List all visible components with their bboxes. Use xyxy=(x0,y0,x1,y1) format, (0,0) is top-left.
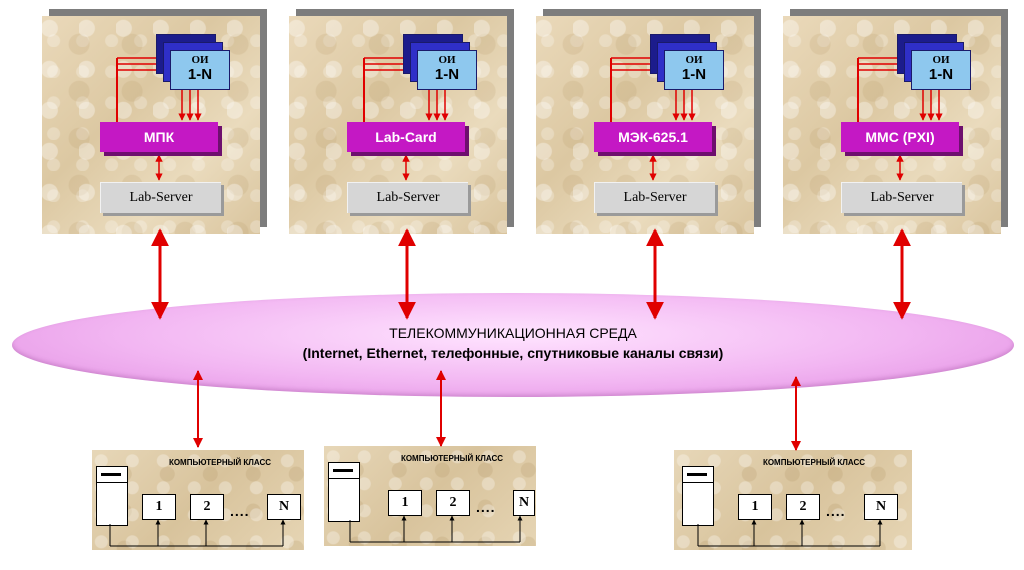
oi-range: 1-N xyxy=(928,66,954,83)
workstation-ellipsis: .... xyxy=(476,499,496,515)
oi-label: ОИ xyxy=(191,54,209,66)
classroom-title: КОМПЬЮТЕРНЫЙ КЛАСС xyxy=(168,458,272,467)
lab-server-block: Lab-Server xyxy=(100,182,221,213)
network-title: ТЕЛЕКОММУНИКАЦИОННАЯ СРЕДА xyxy=(389,325,637,341)
oi-range: 1-N xyxy=(187,66,213,83)
classroom-title: КОМПЬЮТЕРНЫЙ КЛАСС xyxy=(400,454,504,463)
classroom-1: КОМПЬЮТЕРНЫЙ КЛАСС 1 2 .... N xyxy=(92,450,304,550)
classroom-3: КОМПЬЮТЕРНЫЙ КЛАСС 1 2 .... N xyxy=(674,450,912,550)
workstation-n: N xyxy=(864,494,898,520)
workstation-1: 1 xyxy=(142,494,176,520)
oi-label: ОИ xyxy=(685,54,703,66)
lab-server-block: Lab-Server xyxy=(594,182,715,213)
oi-label: ОИ xyxy=(438,54,456,66)
classroom-title: КОМПЬЮТЕРНЫЙ КЛАСС xyxy=(762,458,866,467)
workstation-ellipsis: .... xyxy=(230,503,250,519)
server-tower-icon xyxy=(328,462,360,522)
oi-label: ОИ xyxy=(932,54,950,66)
workstation-2: 2 xyxy=(786,494,820,520)
workstation-2: 2 xyxy=(436,490,470,516)
network-subtitle: (Internet, Ethernet, телефонные, спутник… xyxy=(302,345,724,361)
module-block: Lab-Card xyxy=(347,122,465,152)
server-tower-icon xyxy=(96,466,128,526)
module-block: МЭК-625.1 xyxy=(594,122,712,152)
telecom-network-ellipse xyxy=(12,293,1014,397)
oi-range: 1-N xyxy=(434,66,460,83)
module-block: ММС (PXI) xyxy=(841,122,959,152)
oi-range: 1-N xyxy=(681,66,707,83)
workstation-n: N xyxy=(513,490,535,516)
lab-server-block: Lab-Server xyxy=(347,182,468,213)
module-block: МПК xyxy=(100,122,218,152)
lab-server-block: Lab-Server xyxy=(841,182,962,213)
workstation-n: N xyxy=(267,494,301,520)
workstation-ellipsis: .... xyxy=(826,503,846,519)
classroom-2: КОМПЬЮТЕРНЫЙ КЛАСС 1 2 .... N xyxy=(324,446,536,546)
